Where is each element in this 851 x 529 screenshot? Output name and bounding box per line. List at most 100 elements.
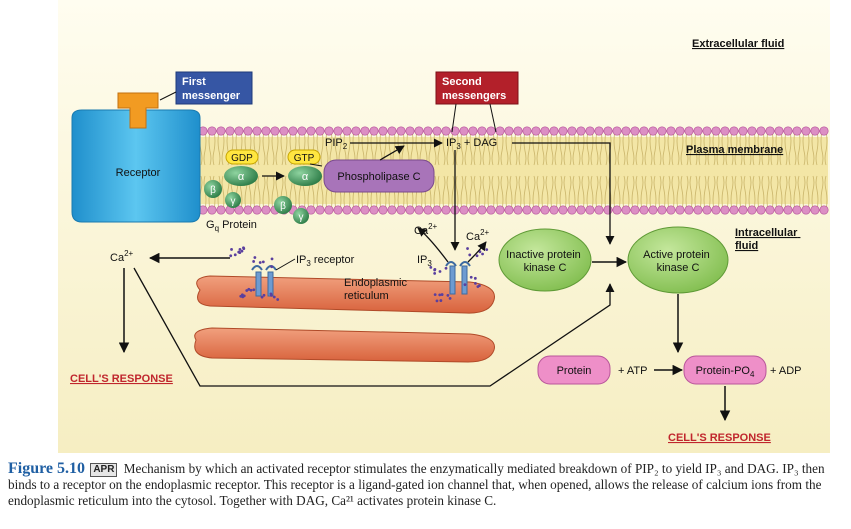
lipid-head — [648, 205, 658, 215]
calcium-ion — [245, 289, 249, 292]
lipid-tail — [496, 175, 504, 211]
lipid-tail — [757, 175, 765, 211]
calcium-ion — [237, 250, 241, 254]
lipid-tail — [784, 175, 792, 211]
gq-protein-label: Gq Protein — [206, 219, 257, 233]
lipid-head — [234, 126, 244, 136]
calcium-ion — [481, 252, 484, 256]
lipid-head — [522, 126, 532, 136]
lipid-head — [621, 205, 631, 215]
lipid-head — [585, 126, 595, 136]
lipid-head — [576, 126, 586, 136]
ca-release-arc — [417, 227, 449, 263]
lipid-head — [729, 126, 739, 136]
lipid-head — [792, 126, 802, 136]
lipid-head — [549, 205, 559, 215]
lipid-tail — [478, 175, 486, 211]
lipid-tail — [523, 130, 531, 166]
gtp-label: GTP — [294, 153, 315, 164]
caption-text: Mechanism by which an activated receptor… — [8, 461, 825, 508]
lipid-head — [324, 205, 334, 215]
lipid-head — [396, 205, 406, 215]
svg-text:Protein-PO4: Protein-PO4 — [696, 365, 755, 379]
lipid-head — [639, 205, 649, 215]
svg-text:β: β — [280, 201, 286, 212]
lipid-tail — [460, 130, 468, 166]
calcium-ion — [466, 247, 469, 250]
lipid-tail — [586, 130, 594, 166]
lipid-head — [423, 126, 433, 136]
lipid-tail — [640, 130, 648, 166]
lipid-head — [360, 126, 370, 136]
lipid-tail — [595, 175, 603, 211]
plasma-membrane-label: Plasma membrane — [686, 144, 783, 156]
lipid-tail — [793, 130, 801, 166]
lipid-head — [630, 126, 640, 136]
lipid-tail — [658, 130, 666, 166]
lipid-head — [360, 205, 370, 215]
lipid-head — [369, 205, 379, 215]
lipid-tail — [766, 130, 774, 166]
lipid-head — [693, 126, 703, 136]
receptor-label: Receptor — [116, 167, 161, 179]
figure-label: Figure 5.10 — [8, 460, 86, 477]
lipid-head — [387, 205, 397, 215]
lipid-head — [774, 126, 784, 136]
lipid-tail — [460, 175, 468, 211]
svg-text:γ: γ — [231, 196, 236, 207]
lipid-head — [486, 126, 496, 136]
lipid-head — [621, 126, 631, 136]
calcium-ion — [270, 265, 274, 269]
calcium-ion — [242, 294, 246, 298]
lipid-head — [432, 126, 442, 136]
lipid-head — [441, 126, 451, 136]
lipid-head — [405, 126, 415, 136]
plus-adp-label: + ADP — [770, 365, 802, 377]
lipid-head — [504, 205, 514, 215]
calcium-ion-dots — [229, 246, 489, 303]
receptor: Receptor — [71, 109, 201, 223]
lipid-tail — [748, 175, 756, 211]
lipid-tail — [496, 130, 504, 166]
lipid-tail — [739, 175, 747, 211]
lipid-head — [279, 126, 289, 136]
figure-caption: Figure 5.10 APR Mechanism by which an ac… — [8, 461, 844, 508]
lipid-tail — [271, 130, 279, 166]
lipid-tail — [622, 175, 630, 211]
lipid-tail — [505, 175, 513, 211]
lipid-tail — [631, 130, 639, 166]
lipid-head — [531, 205, 541, 215]
calcium-ion — [252, 288, 256, 292]
lipid-tail — [775, 175, 783, 211]
lipid-head — [819, 126, 829, 136]
pip2-label: PIP2 — [325, 137, 348, 151]
lipid-head — [594, 126, 604, 136]
lipid-tail — [523, 175, 531, 211]
svg-text:Second messengers: Second messengers — [442, 76, 506, 102]
lipid-tail — [577, 130, 585, 166]
ca-to-active-pkc-path — [133, 267, 615, 387]
lipid-tail — [730, 175, 738, 211]
lipid-tail — [568, 175, 576, 211]
lipid-head — [720, 205, 730, 215]
g-alpha-active-subunit — [288, 166, 322, 186]
lipid-head — [792, 205, 802, 215]
g-gamma-subunit — [225, 192, 241, 208]
lipid-tail — [262, 130, 270, 166]
lipid-head — [423, 205, 433, 215]
lipid-tail — [685, 175, 693, 211]
lipid-tail — [694, 130, 702, 166]
lipid-head — [441, 205, 451, 215]
calcium-ion — [473, 276, 477, 280]
calcium-ion — [258, 261, 262, 264]
lipid-tail — [586, 175, 594, 211]
lipid-head — [765, 126, 775, 136]
lipid-tail — [694, 175, 702, 211]
lipid-head — [216, 126, 226, 136]
calcium-ion — [429, 265, 433, 269]
lipid-head — [594, 205, 604, 215]
lipid-head — [603, 126, 613, 136]
ip3-receptor-channel-right — [445, 261, 471, 295]
lipid-head — [315, 126, 325, 136]
lipid-head — [207, 205, 217, 215]
